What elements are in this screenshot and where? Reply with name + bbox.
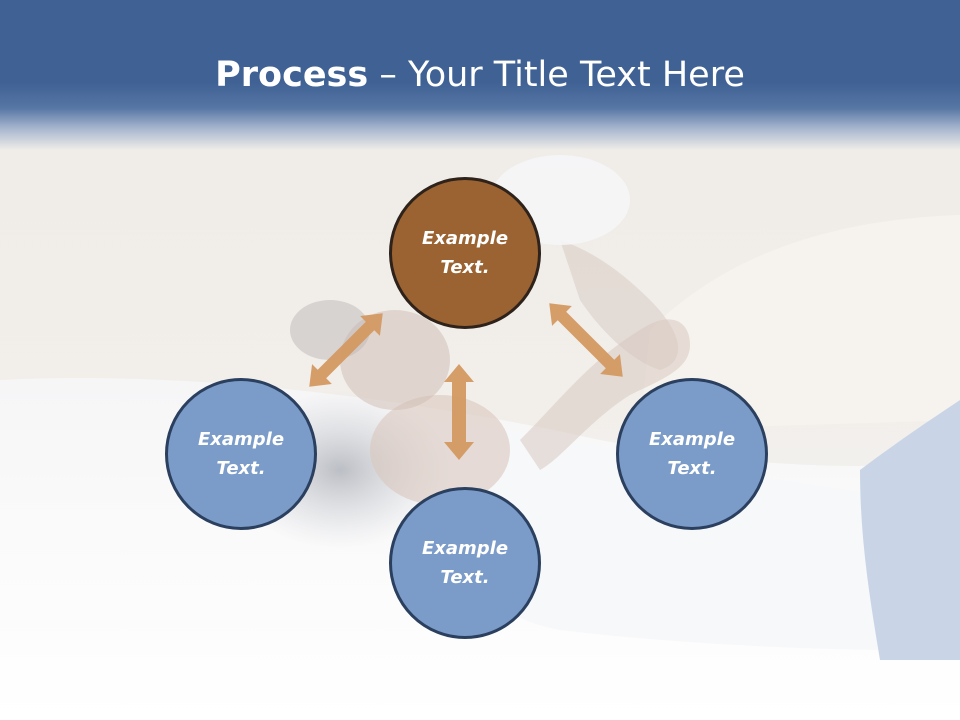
node-right[interactable]: Example Text.	[616, 378, 768, 530]
node-left[interactable]: Example Text.	[165, 378, 317, 530]
slide-title[interactable]: Process – Your Title Text Here	[0, 52, 960, 98]
node-left-label: Example Text.	[197, 429, 285, 479]
title-band	[0, 0, 960, 150]
node-right-label: Example Text.	[648, 429, 736, 479]
node-top-label: Example Text.	[421, 228, 509, 278]
double-arrow-top-left	[309, 313, 383, 387]
node-top[interactable]: Example Text.	[389, 177, 541, 329]
title-bold: Process	[215, 55, 369, 95]
double-arrow-top-right	[549, 303, 623, 377]
node-bottom[interactable]: Example Text.	[389, 487, 541, 639]
node-bottom-label: Example Text.	[421, 538, 509, 588]
title-rest: – Your Title Text Here	[368, 55, 745, 95]
double-arrow-vertical	[444, 364, 474, 460]
